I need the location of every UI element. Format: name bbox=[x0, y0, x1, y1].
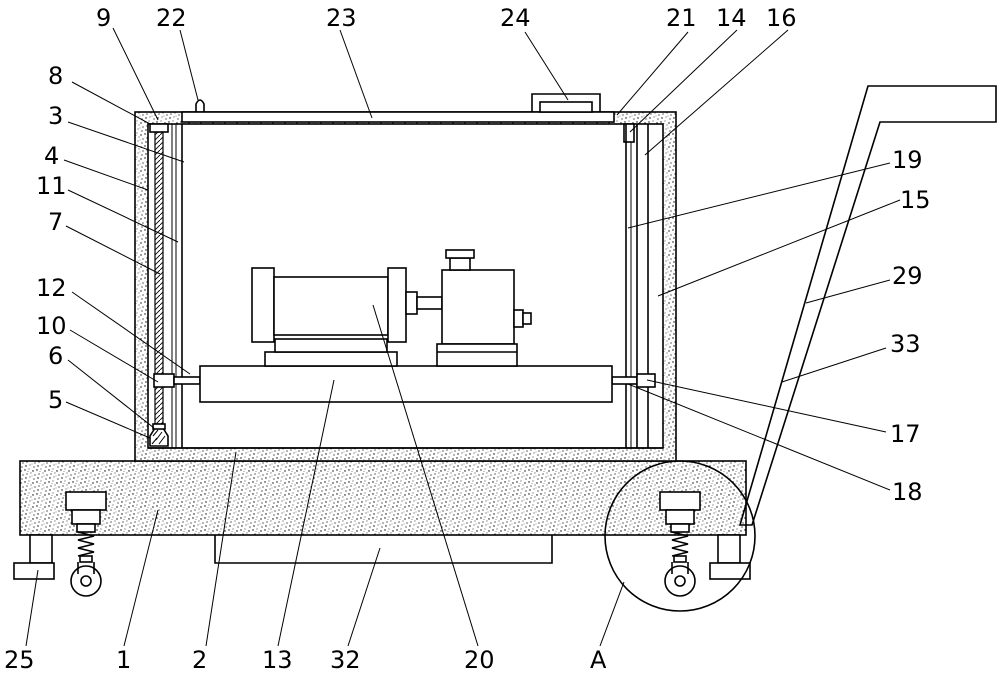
bottom-tray bbox=[214, 535, 553, 564]
right-caster bbox=[659, 491, 701, 597]
label-19: 19 bbox=[892, 146, 923, 174]
label-2: 2 bbox=[192, 646, 207, 674]
label-29: 29 bbox=[892, 262, 923, 290]
left-slider bbox=[153, 373, 175, 388]
label-32: 32 bbox=[330, 646, 361, 674]
label-23: 23 bbox=[326, 4, 357, 32]
motor-body bbox=[273, 276, 389, 336]
label-33: 33 bbox=[890, 330, 921, 358]
label-20: 20 bbox=[464, 646, 495, 674]
lid-handle bbox=[531, 93, 601, 112]
right-slider bbox=[636, 373, 656, 388]
label-21: 21 bbox=[666, 4, 697, 32]
left-foot bbox=[13, 562, 55, 580]
label-6: 6 bbox=[48, 342, 63, 370]
right-foot bbox=[709, 562, 751, 580]
label-10: 10 bbox=[36, 312, 67, 340]
vent-pin bbox=[195, 99, 205, 112]
detail-circle-a bbox=[604, 460, 756, 612]
label-18: 18 bbox=[892, 478, 923, 506]
motor-endcap bbox=[251, 267, 275, 343]
leader-lines bbox=[25, 27, 901, 647]
lift-platform bbox=[199, 365, 613, 403]
push-handle bbox=[738, 85, 997, 526]
top-lid bbox=[181, 111, 615, 123]
label-15: 15 bbox=[900, 186, 931, 214]
base-plate bbox=[19, 460, 747, 536]
label-a: A bbox=[590, 646, 607, 674]
label-4: 4 bbox=[44, 142, 59, 170]
label-13: 13 bbox=[262, 646, 293, 674]
label-25: 25 bbox=[4, 646, 35, 674]
label-1: 1 bbox=[116, 646, 131, 674]
label-17: 17 bbox=[890, 420, 921, 448]
label-12: 12 bbox=[36, 274, 67, 302]
label-22: 22 bbox=[156, 4, 187, 32]
label-9: 9 bbox=[96, 4, 111, 32]
label-16: 16 bbox=[766, 4, 797, 32]
label-14: 14 bbox=[716, 4, 747, 32]
label-24: 24 bbox=[500, 4, 531, 32]
label-7: 7 bbox=[48, 208, 63, 236]
label-3: 3 bbox=[48, 102, 63, 130]
part-labels: 9 22 23 24 21 14 16 8 3 4 11 7 12 10 6 5… bbox=[4, 4, 931, 674]
machine-base bbox=[264, 351, 398, 367]
label-11: 11 bbox=[36, 172, 67, 200]
label-8: 8 bbox=[48, 62, 63, 90]
pump-body bbox=[441, 269, 515, 345]
label-5: 5 bbox=[48, 386, 63, 414]
left-caster bbox=[65, 491, 107, 597]
